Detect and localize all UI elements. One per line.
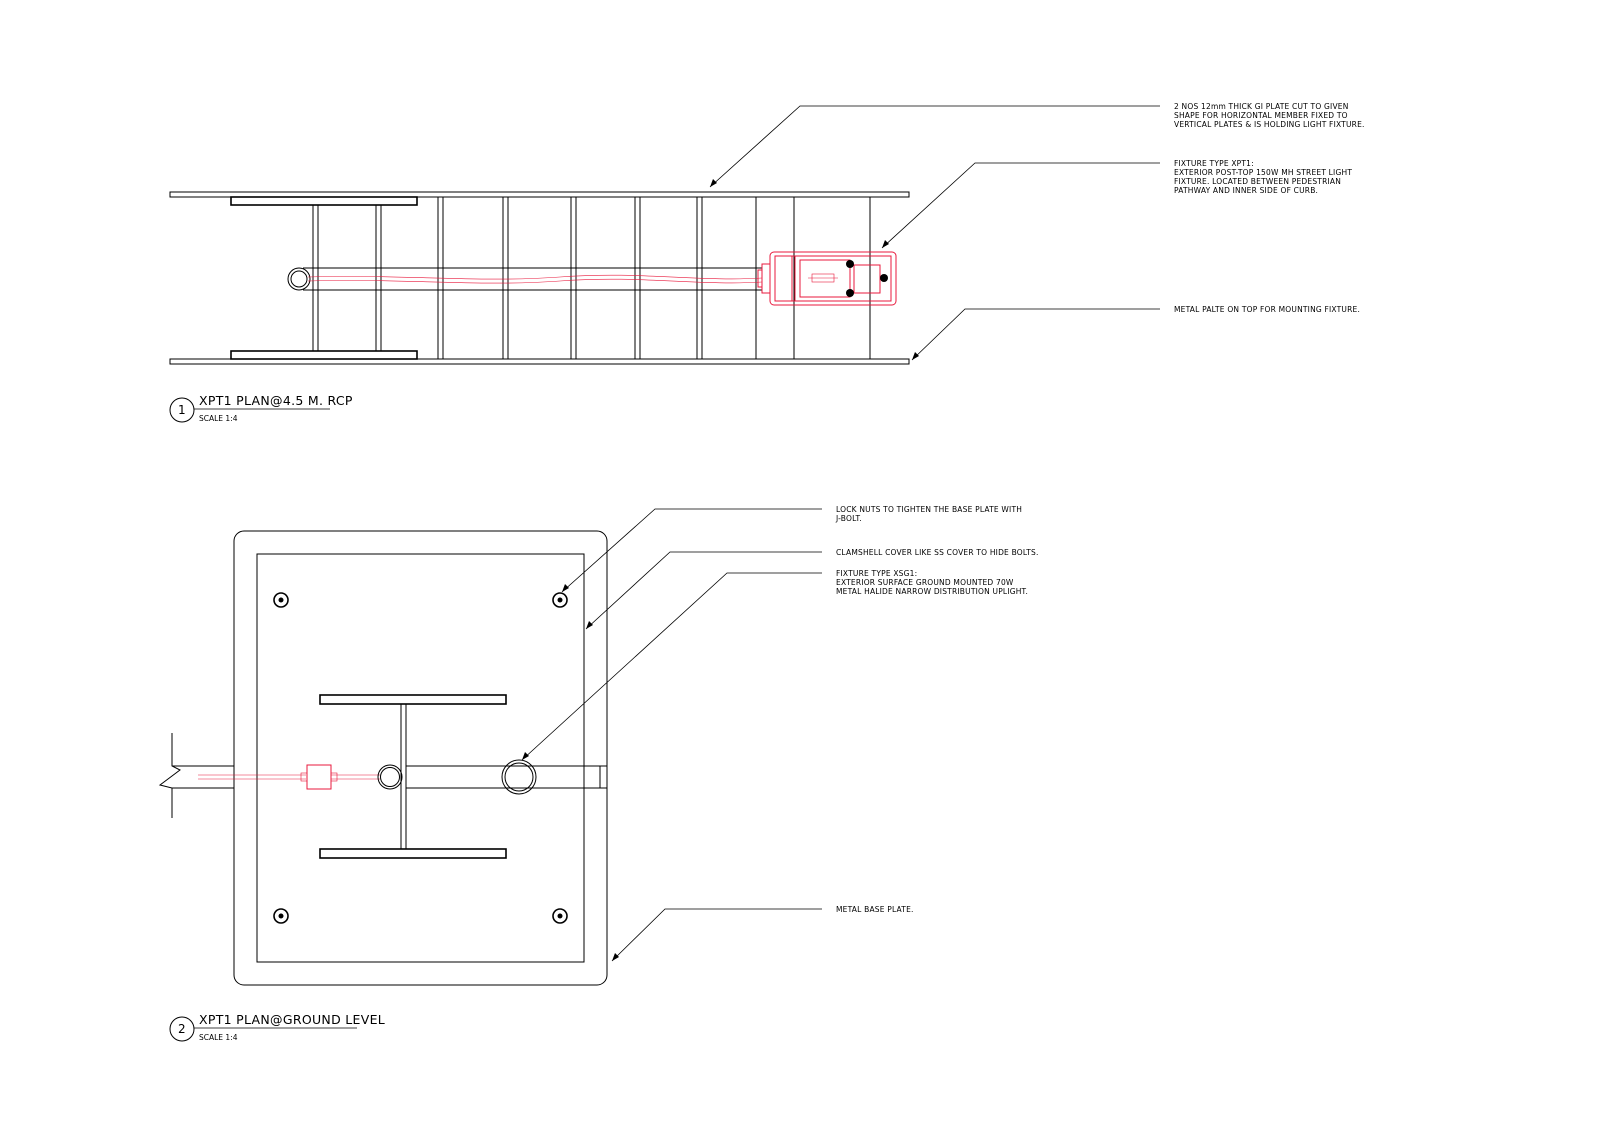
note-metal-plate-top: METAL PALTE ON TOP FOR MOUNTING FIXTURE. [1174, 305, 1360, 314]
pole-section [377, 764, 403, 790]
top-long-plate [169, 191, 910, 198]
metal-base-plate [233, 530, 608, 986]
view-2-title-block: 2 XPT1 PLAN@GROUND LEVEL SCALE 1:4 [169, 1012, 385, 1042]
view-1-title-block: 1 XPT1 PLAN@4.5 M. RCP SCALE 1:4 [169, 393, 353, 423]
view-2-title: XPT1 PLAN@GROUND LEVEL [199, 1012, 385, 1027]
view-2-number: 2 [178, 1022, 186, 1036]
i-section-bottom-flange [319, 848, 507, 859]
clamshell-cover [256, 553, 585, 963]
svg-text:METAL PALTE ON TOP FOR MOUNTIN: METAL PALTE ON TOP FOR MOUNTING FIXTURE. [1174, 305, 1360, 314]
note-gi-plate: 2 NOS 12mm THICK GI PLATE CUT TO GIVEN S… [1174, 102, 1365, 129]
view-1-number: 1 [178, 403, 186, 417]
note-lock-nuts: LOCK NUTS TO TIGHTEN THE BASE PLATE WITH… [835, 505, 1022, 523]
pole-outer-ring [287, 267, 311, 291]
svg-text:METAL BASE PLATE.: METAL BASE PLATE. [836, 905, 914, 914]
svg-text:EXTERIOR SURFACE GROUND MOUNTE: EXTERIOR SURFACE GROUND MOUNTED 70W [836, 578, 1014, 587]
view-1-plan-rcp: 2 NOS 12mm THICK GI PLATE CUT TO GIVEN S… [169, 102, 1365, 423]
svg-text:FIXTURE TYPE XSG1:: FIXTURE TYPE XSG1: [836, 569, 917, 578]
view-1-scale: SCALE 1:4 [199, 414, 238, 423]
wiring-red [307, 274, 763, 280]
svg-text:LOCK NUTS TO TIGHTEN THE BASE: LOCK NUTS TO TIGHTEN THE BASE PLATE WITH [836, 505, 1022, 514]
svg-text:J-BOLT.: J-BOLT. [835, 514, 862, 523]
svg-text:VERTICAL PLATES & IS HOLDING L: VERTICAL PLATES & IS HOLDING LIGHT FIXTU… [1174, 120, 1365, 129]
note-fixture-xsg1: FIXTURE TYPE XSG1: EXTERIOR SURFACE GROU… [836, 569, 1028, 596]
svg-text:CLAMSHELL COVER LIKE SS COVER: CLAMSHELL COVER LIKE SS COVER TO HIDE BO… [836, 548, 1039, 557]
view-1-title: XPT1 PLAN@4.5 M. RCP [199, 393, 353, 408]
fixture-xpt1 [757, 251, 897, 306]
note-clamshell-cover: CLAMSHELL COVER LIKE SS COVER TO HIDE BO… [836, 548, 1039, 557]
junction-box [306, 764, 332, 790]
lock-nuts [273, 592, 568, 924]
svg-text:EXTERIOR POST-TOP 150W MH STRE: EXTERIOR POST-TOP 150W MH STREET LIGHT [1174, 168, 1352, 177]
svg-text:2 NOS 12mm THICK GI PLATE CUT: 2 NOS 12mm THICK GI PLATE CUT TO GIVEN [1174, 102, 1349, 111]
note-metal-base-plate: METAL BASE PLATE. [836, 905, 914, 914]
bottom-long-plate [169, 358, 910, 365]
svg-text:FIXTURE. LOCATED BETWEEN PEDES: FIXTURE. LOCATED BETWEEN PEDESTRIAN [1174, 177, 1341, 186]
svg-text:PATHWAY AND INNER SIDE OF CURB: PATHWAY AND INNER SIDE OF CURB. [1174, 186, 1318, 195]
view-2-plan-ground: LOCK NUTS TO TIGHTEN THE BASE PLATE WITH… [158, 505, 1039, 1042]
svg-text:SHAPE FOR HORIZONTAL MEMBER FI: SHAPE FOR HORIZONTAL MEMBER FIXED TO [1174, 111, 1348, 120]
leaders-view-2 [521, 508, 822, 962]
external-conduit [158, 733, 234, 818]
note-fixture-xpt1: FIXTURE TYPE XPT1: EXTERIOR POST-TOP 150… [1174, 159, 1352, 195]
leaders-view-1 [709, 105, 1160, 361]
fixture-xsg1 [501, 759, 537, 795]
i-section-top-flange [319, 694, 507, 705]
pole-inner-ring [290, 270, 308, 288]
view-2-scale: SCALE 1:4 [199, 1033, 238, 1042]
svg-text:METAL HALIDE NARROW DISTRIBUTI: METAL HALIDE NARROW DISTRIBUTION UPLIGHT… [836, 587, 1028, 596]
vertical-members [312, 197, 871, 359]
top-flange [230, 196, 418, 206]
bottom-flange [230, 350, 418, 360]
svg-text:FIXTURE TYPE XPT1:: FIXTURE TYPE XPT1: [1174, 159, 1254, 168]
